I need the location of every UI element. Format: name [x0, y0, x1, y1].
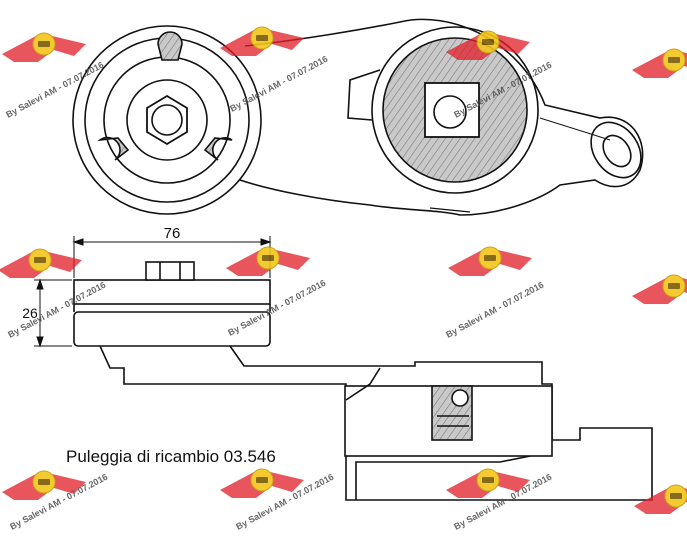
tensioner-hub-outer	[371, 26, 539, 194]
watermark-logo	[0, 248, 83, 279]
top-view	[72, 18, 644, 216]
arm-mounting-eye	[590, 121, 642, 179]
dimension-height-label: 26	[22, 305, 38, 321]
hex-socket	[146, 94, 188, 146]
pulley-bolt-head	[145, 261, 195, 281]
watermark-logo	[631, 274, 687, 305]
pulley-inner-circle	[103, 56, 231, 184]
watermark-text: By Salevi AM - 07.07.2016	[228, 54, 329, 114]
drawing-caption: Puleggia di ricambio 03.546	[66, 447, 276, 466]
pulley-belt-face	[73, 311, 271, 347]
pulley-outer-circle	[72, 25, 262, 215]
watermark-logo	[631, 48, 687, 79]
dimension-width-label: 76	[164, 225, 181, 242]
side-view	[73, 261, 653, 501]
watermark-text: By Salevi AM - 07.07.2016	[444, 280, 545, 340]
pulley-lug	[97, 136, 130, 161]
pulley-upper-flange	[73, 279, 271, 305]
watermark-logo	[219, 26, 305, 57]
watermark-logo	[225, 246, 311, 277]
pulley-lug	[157, 31, 183, 61]
dimension-lines	[34, 236, 272, 348]
pulley-lug	[203, 137, 233, 161]
watermark-logo	[1, 32, 87, 63]
watermark-logo	[447, 246, 533, 277]
